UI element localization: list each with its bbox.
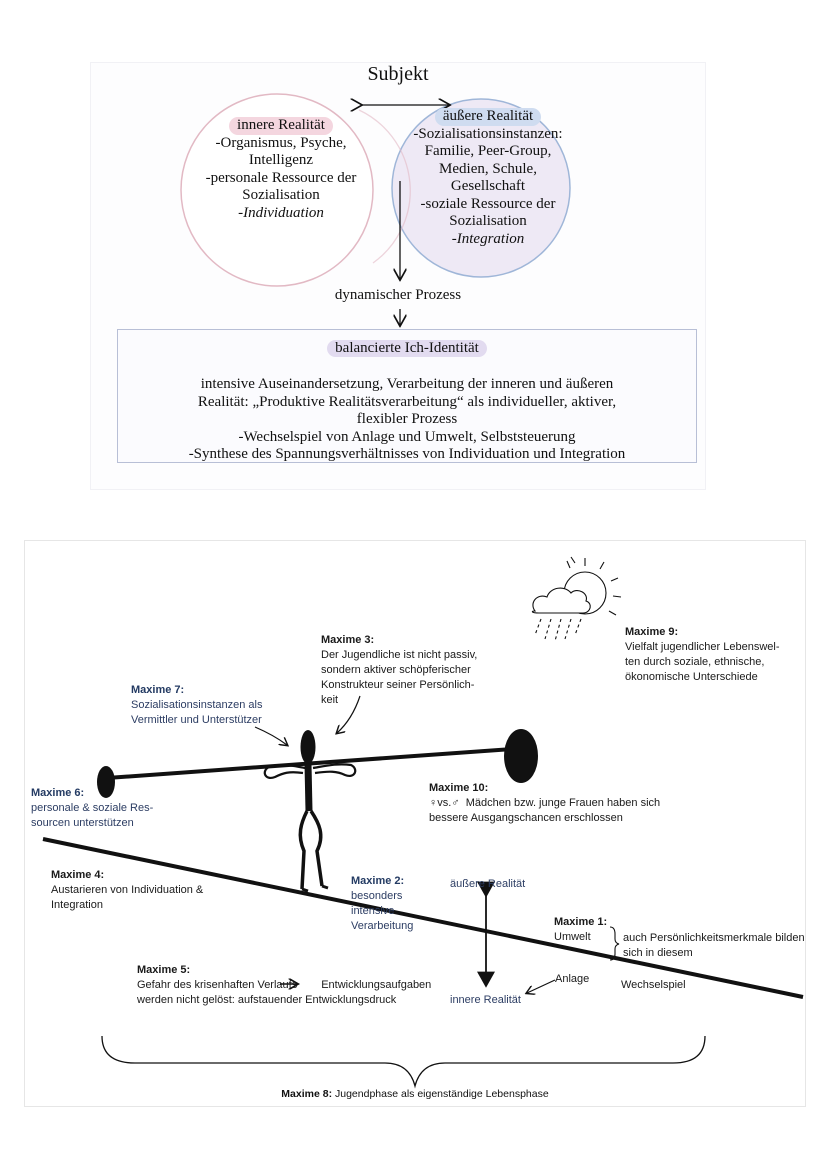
identity-line: -Synthese des Spannungsverhältnisses von… [188, 446, 626, 462]
maxime10-title: Maxime 10: [429, 782, 489, 794]
outer-reality-text: äußere Realität -Sozialisationsinstanzen… [409, 108, 567, 248]
maxime4-line: Austarieren von Individuation & [51, 884, 204, 896]
anlage-label: Anlage [555, 973, 590, 985]
umwelt-brace [609, 926, 620, 961]
maxime3-line: Konstrukteur seiner Persönlich- [321, 679, 475, 691]
identity-line: Realität: „Produktive Realitätsverarbeit… [197, 393, 617, 410]
maxime3-line: sondern aktiver schöpferischer [321, 664, 471, 676]
maxime1-title: Maxime 1: [554, 916, 608, 928]
maxime7-arrow [254, 726, 287, 745]
identity-line: flexibler Prozess [356, 411, 458, 427]
maxime7-title: Maxime 7: [131, 684, 185, 696]
maxime6-line: sourcen unterstützen [31, 817, 134, 829]
maxime7-line: Vermittler und Unterstützer [131, 714, 262, 726]
maxime6-title: Maxime 6: [31, 787, 85, 799]
maxime5-line: werden nicht gelöst: aufstauender Entwic… [137, 994, 397, 1006]
inner-line: -Organismus, Psyche, [215, 134, 347, 151]
maxime2-line: Verarbeitung [351, 920, 414, 932]
diagram-title: Subjekt [367, 63, 429, 85]
anlage-arrow [527, 979, 556, 993]
outer-line: Familie, Peer-Group, [424, 143, 552, 159]
maxime1-text: Maxime 1: Umwelt [554, 915, 624, 945]
maxime9-line: ten durch soziale, ethnische, [625, 656, 765, 668]
small-weight [97, 766, 115, 798]
maxime3-title: Maxime 3: [321, 634, 375, 646]
maxime8-line: Jugendphase als eigenständige Lebensphas… [335, 1088, 549, 1100]
outer-line: Gesellschaft [450, 178, 526, 194]
maxime7-text: Maxime 7: Sozialisationsinstanzen als Ve… [131, 683, 301, 728]
maxime3-line: Der Jugendliche ist nicht passiv, [321, 649, 478, 661]
identity-description: intensive Auseinandersetzung, Verarbeitu… [118, 376, 696, 464]
identity-line: -Wechselspiel von Anlage und Umwelt, Sel… [238, 428, 576, 445]
inner-reality-heading: innere Realität [229, 117, 333, 135]
maxime1-note: auch Persönlichkeitsmerkmale bilden sich… [623, 931, 805, 961]
maxime7-line: Sozialisationsinstanzen als [131, 699, 263, 711]
maxime2-title: Maxime 2: [351, 875, 405, 887]
maxime5-text: Maxime 5: Gefahr des krisenhaften Verlau… [137, 963, 457, 1008]
maxime1-note-line: auch Persönlichkeitsmerkmale bilden [623, 932, 805, 944]
balance-illustration [42, 556, 804, 1089]
large-weight [504, 729, 538, 783]
bottom-diagram-panel: Maxime 3: Der Jugendliche ist nicht pass… [24, 540, 806, 1107]
maxime3-arrow [337, 695, 361, 733]
outer-reality-heading: äußere Realität [434, 108, 542, 126]
maxime5-line: Entwicklungsaufgaben [321, 979, 432, 991]
slope-line [42, 837, 804, 999]
maxime5-title: Maxime 5: [137, 964, 191, 976]
maxime9-line: ökonomische Unterschiede [625, 671, 758, 683]
identity-box: balancierte Ich-Identität intensive Ause… [117, 329, 697, 463]
integration-label: -Integration [451, 230, 525, 247]
maxime3-line: keit [321, 694, 339, 706]
maxime4-line: Integration [51, 899, 103, 911]
stick-figure [263, 730, 357, 893]
outer-reality-circle [391, 98, 571, 278]
maxime9-title: Maxime 9: [625, 626, 679, 638]
outer-reality-label: äußere Realität [450, 878, 526, 890]
outer-line: -Sozialisationsinstanzen: [413, 125, 563, 142]
outer-line: Medien, Schule, [439, 160, 537, 177]
maxime2-text: Maxime 2: besonders intensive Verarbeitu… [351, 874, 431, 934]
maxime3-text: Maxime 3: Der Jugendliche ist nicht pass… [321, 633, 511, 708]
outer-line: -soziale Ressource der [420, 195, 556, 212]
inner-line: -personale Ressource der [205, 169, 357, 186]
maxime6-text: Maxime 6: personale & soziale Res- sourc… [31, 786, 181, 831]
maxime8-title: Maxime 8: [281, 1088, 333, 1100]
life-phase-brace [101, 1035, 706, 1089]
venn-graphics [180, 93, 571, 489]
maxime9-text: Maxime 9: Vielfalt jugendlicher Lebenswe… [625, 625, 795, 685]
maxime4-text: Maxime 4: Austarieren von Individuation … [51, 868, 231, 913]
maxime4-title: Maxime 4: [51, 869, 105, 881]
maxime10-line: Mädchen bzw. junge Frauen haben sich [465, 797, 661, 809]
gender-symbols: ♀vs.♂ [429, 797, 460, 809]
identity-line: intensive Auseinandersetzung, Verarbeitu… [200, 376, 614, 392]
inner-reality-label: innere Realität [450, 994, 521, 1006]
top-diagram-panel: Subjekt innere Realität -Organismus, Psy… [90, 62, 706, 490]
inner-reality-circle [180, 93, 374, 287]
umwelt-label: Umwelt [554, 931, 591, 943]
identity-heading: balancierte Ich-Identität [327, 340, 487, 357]
individuation-label: -Individuation [238, 204, 324, 221]
maxime6-line: personale & soziale Res- [31, 802, 154, 814]
maxime10-text: Maxime 10: ♀vs.♂ Mädchen bzw. junge Frau… [429, 781, 689, 826]
maxime9-line: Vielfalt jugendlicher Lebenswel- [625, 641, 780, 653]
maxime5-line: Gefahr des krisenhaften Verlaufs [137, 979, 298, 991]
wechselspiel-label: Wechselspiel [621, 979, 686, 991]
process-label: dynamischer Prozess [334, 287, 462, 303]
maxime10-line: bessere Ausgangschancen erschlossen [429, 812, 623, 824]
outer-line: Sozialisation [449, 213, 527, 229]
maxime2-line: intensive [351, 905, 395, 917]
maxime1-note-line: sich in diesem [623, 947, 693, 959]
weather-icon [531, 556, 622, 642]
maxime2-line: besonders [351, 890, 403, 902]
inner-line: Sozialisation [242, 187, 320, 203]
inner-reality-text: innere Realität -Organismus, Psyche, Int… [195, 117, 367, 222]
maxime8-text: Maxime 8: Jugendphase als eigenständige … [25, 1087, 805, 1102]
inner-line: Intelligenz [248, 152, 314, 168]
